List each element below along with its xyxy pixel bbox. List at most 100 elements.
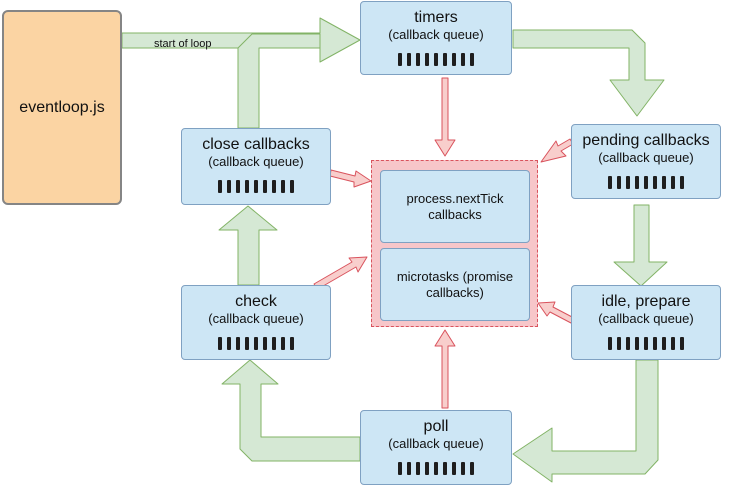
queue-slot: [644, 176, 648, 189]
eventloop-file-box: eventloop.js: [2, 10, 122, 205]
poll-to-microtask-arrow: [434, 329, 456, 409]
pending-callbacks-box: pending callbacks (callback queue): [571, 124, 721, 199]
queue-slot: [461, 462, 465, 475]
queue-slot: [236, 180, 240, 193]
queue-slot: [443, 53, 447, 66]
pending-queue-icon: [608, 176, 684, 189]
queue-slot: [263, 180, 267, 193]
poll-to-check-arrow: [221, 359, 361, 462]
queue-slot: [272, 180, 276, 193]
queue-slot: [254, 180, 258, 193]
queue-slot: [416, 53, 420, 66]
timers-to-microtask-arrow: [434, 77, 456, 157]
queue-slot: [407, 462, 411, 475]
idle-prepare-box: idle, prepare (callback queue): [571, 285, 721, 360]
nexttick-line1: process.nextTick: [406, 190, 504, 206]
queue-slot: [290, 180, 294, 193]
close-to-microtask-arrow: [329, 169, 372, 188]
idle-subtitle: (callback queue): [598, 311, 694, 326]
queue-slot: [680, 176, 684, 189]
queue-slot: [461, 53, 465, 66]
queue-slot: [443, 462, 447, 475]
pending-subtitle: (callback queue): [598, 150, 694, 165]
queue-slot: [452, 53, 456, 66]
queue-slot: [407, 53, 411, 66]
queue-slot: [653, 337, 657, 350]
timers-queue-icon: [398, 53, 474, 66]
poll-box: poll (callback queue): [360, 410, 512, 485]
close-title: close callbacks: [202, 136, 310, 153]
timers-box: timers (callback queue): [360, 1, 512, 75]
timers-subtitle: (callback queue): [388, 27, 484, 42]
queue-slot: [470, 462, 474, 475]
queue-slot: [425, 53, 429, 66]
check-queue-icon: [218, 337, 294, 350]
check-title: check: [235, 293, 277, 310]
idle-title: idle, prepare: [601, 293, 691, 310]
queue-slot: [470, 53, 474, 66]
queue-slot: [617, 337, 621, 350]
close-queue-icon: [218, 180, 294, 193]
poll-title: poll: [423, 418, 449, 435]
microtask-area: process.nextTick callbacks microtasks (p…: [371, 160, 538, 327]
close-to-timers-arrow: [237, 33, 321, 129]
start-of-loop-label: start of loop: [154, 38, 212, 50]
nexttick-line2: callbacks: [428, 206, 482, 222]
promise-line2: callbacks): [426, 284, 484, 300]
queue-slot: [626, 337, 630, 350]
queue-slot: [245, 337, 249, 350]
queue-slot: [281, 180, 285, 193]
queue-slot: [398, 462, 402, 475]
queue-slot: [626, 176, 630, 189]
eventloop-label: eventloop.js: [19, 98, 105, 116]
promise-line1: microtasks (promise: [396, 268, 514, 284]
queue-slot: [635, 176, 639, 189]
poll-subtitle: (callback queue): [388, 436, 484, 451]
queue-slot: [653, 176, 657, 189]
queue-slot: [218, 337, 222, 350]
queue-slot: [425, 462, 429, 475]
queue-slot: [608, 176, 612, 189]
queue-slot: [662, 337, 666, 350]
check-to-close-arrow: [218, 205, 278, 286]
idle-to-microtask-arrow: [537, 301, 575, 324]
queue-slot: [281, 337, 285, 350]
queue-slot: [218, 180, 222, 193]
pending-to-microtask-arrow: [540, 138, 574, 163]
queue-slot: [671, 176, 675, 189]
close-subtitle: (callback queue): [208, 154, 304, 169]
queue-slot: [434, 53, 438, 66]
queue-slot: [254, 337, 258, 350]
queue-slot: [227, 337, 231, 350]
nexttick-box: process.nextTick callbacks: [380, 170, 530, 243]
timers-to-pending-arrow: [512, 29, 665, 117]
queue-slot: [263, 337, 267, 350]
queue-slot: [416, 462, 420, 475]
close-callbacks-box: close callbacks (callback queue): [181, 128, 331, 205]
queue-slot: [452, 462, 456, 475]
queue-slot: [671, 337, 675, 350]
queue-slot: [635, 337, 639, 350]
queue-slot: [662, 176, 666, 189]
poll-queue-icon: [398, 462, 474, 475]
start-loop-arrow: [121, 17, 361, 63]
queue-slot: [434, 462, 438, 475]
queue-slot: [272, 337, 276, 350]
queue-slot: [680, 337, 684, 350]
queue-slot: [290, 337, 294, 350]
queue-slot: [617, 176, 621, 189]
check-box: check (callback queue): [181, 285, 331, 360]
promise-microtask-box: microtasks (promise callbacks): [380, 248, 530, 321]
queue-slot: [644, 337, 648, 350]
timers-title: timers: [414, 9, 458, 26]
pending-title: pending callbacks: [582, 132, 710, 149]
queue-slot: [227, 180, 231, 193]
pending-to-idle-arrow: [613, 204, 668, 287]
queue-slot: [608, 337, 612, 350]
idle-queue-icon: [608, 337, 684, 350]
check-subtitle: (callback queue): [208, 311, 304, 326]
queue-slot: [236, 337, 240, 350]
idle-to-poll-arrow: [512, 359, 659, 483]
queue-slot: [245, 180, 249, 193]
